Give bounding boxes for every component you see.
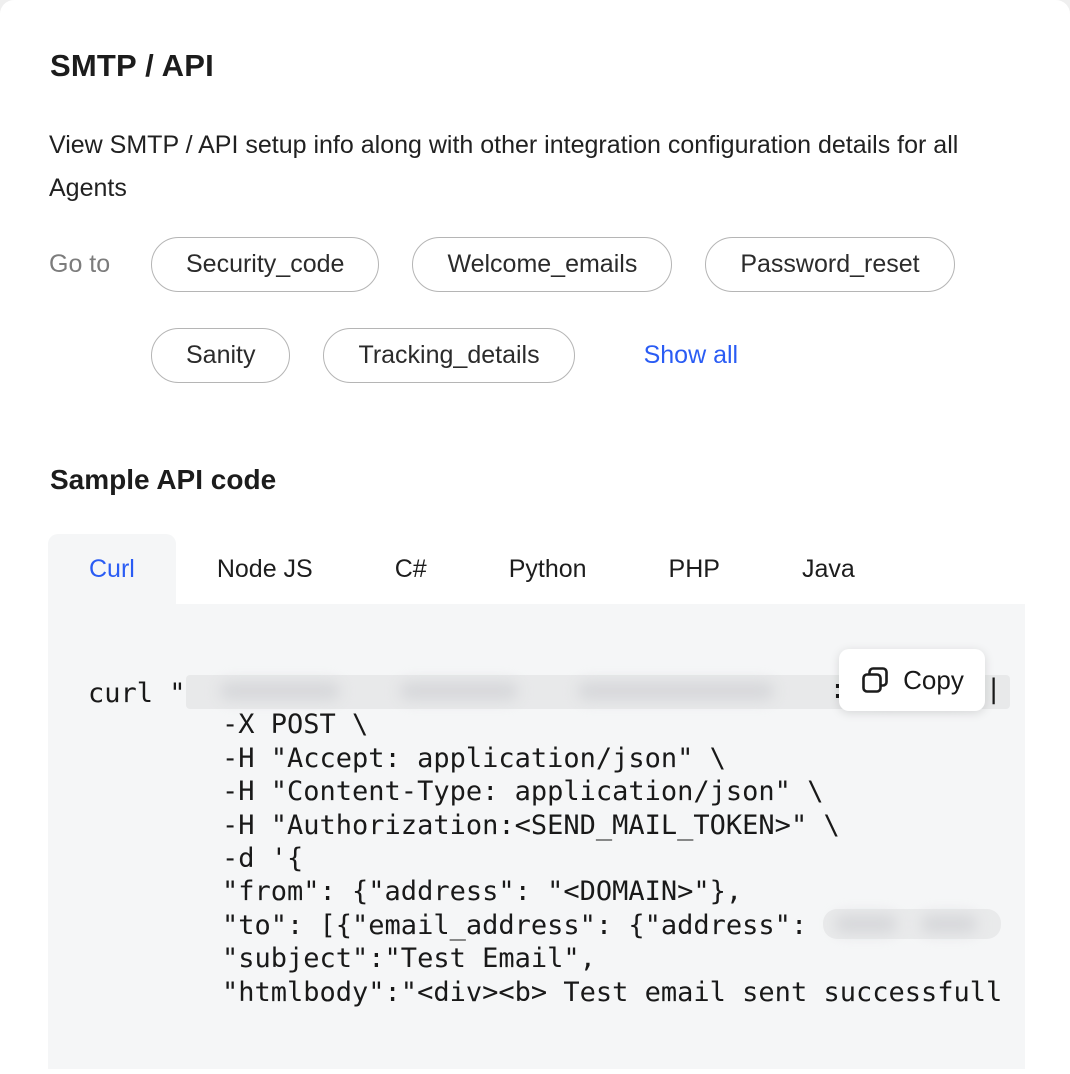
sample-api-code-heading: Sample API code bbox=[50, 464, 277, 495]
tab-php[interactable]: PHP bbox=[668, 554, 720, 583]
code-block: curl ":|-X POST \-H "Accept: application… bbox=[48, 604, 1025, 1069]
goto-agent-pill-welcome-emails[interactable]: Welcome_emails bbox=[412, 237, 673, 292]
tab-java[interactable]: Java bbox=[801, 554, 855, 583]
code-line: "subject":"Test Email", bbox=[222, 943, 596, 975]
copy-button[interactable]: Copy bbox=[839, 649, 985, 711]
page-title: SMTP / API bbox=[50, 48, 214, 83]
tab-python[interactable]: Python bbox=[508, 554, 587, 583]
tab-c[interactable]: C# bbox=[394, 554, 427, 583]
page-description: View SMTP / API setup info along with ot… bbox=[49, 131, 959, 202]
tab-node-js[interactable]: Node JS bbox=[216, 554, 313, 583]
redacted-email-bar bbox=[823, 908, 1002, 939]
code-line: "from": {"address": "<DOMAIN>"}, bbox=[222, 876, 743, 908]
goto-section: Go to Security_code Welcome_emails Passwor… bbox=[49, 237, 1025, 383]
language-tabs: Curl Node JS C# Python PHP Java bbox=[48, 534, 1070, 604]
copy-icon bbox=[860, 665, 890, 695]
code-line: "htmlbody":"<div><b> Test email sent suc… bbox=[222, 976, 1003, 1008]
code-line: -H "Content-Type: application/json" \ bbox=[222, 776, 824, 808]
code-line: -d '{ bbox=[222, 842, 304, 874]
goto-pills: Security_code Welcome_emails Password_rese… bbox=[151, 237, 1025, 383]
goto-agent-pill-password-reset[interactable]: Password_reset bbox=[705, 237, 955, 292]
code-content: curl ":|-X POST \-H "Accept: application… bbox=[48, 604, 1025, 1009]
goto-label: Go to bbox=[49, 250, 111, 278]
goto-agent-pill-security-code[interactable]: Security_code bbox=[151, 237, 380, 292]
goto-agent-pill-sanity[interactable]: Sanity bbox=[151, 328, 291, 383]
tab-curl[interactable]: Curl bbox=[48, 534, 176, 604]
show-all-link[interactable]: Show all bbox=[643, 341, 739, 369]
goto-agent-pill-tracking-details[interactable]: Tracking_details bbox=[323, 328, 575, 383]
code-line: -H "Authorization:<SEND_MAIL_TOKEN>" \ bbox=[222, 809, 840, 841]
code-line: -X POST \ bbox=[222, 709, 369, 741]
copy-button-label: Copy bbox=[903, 664, 964, 695]
code-line: "to": [{"email_address": {"address": bbox=[88, 908, 1025, 942]
code-line: -H "Accept: application/json" \ bbox=[222, 742, 726, 774]
